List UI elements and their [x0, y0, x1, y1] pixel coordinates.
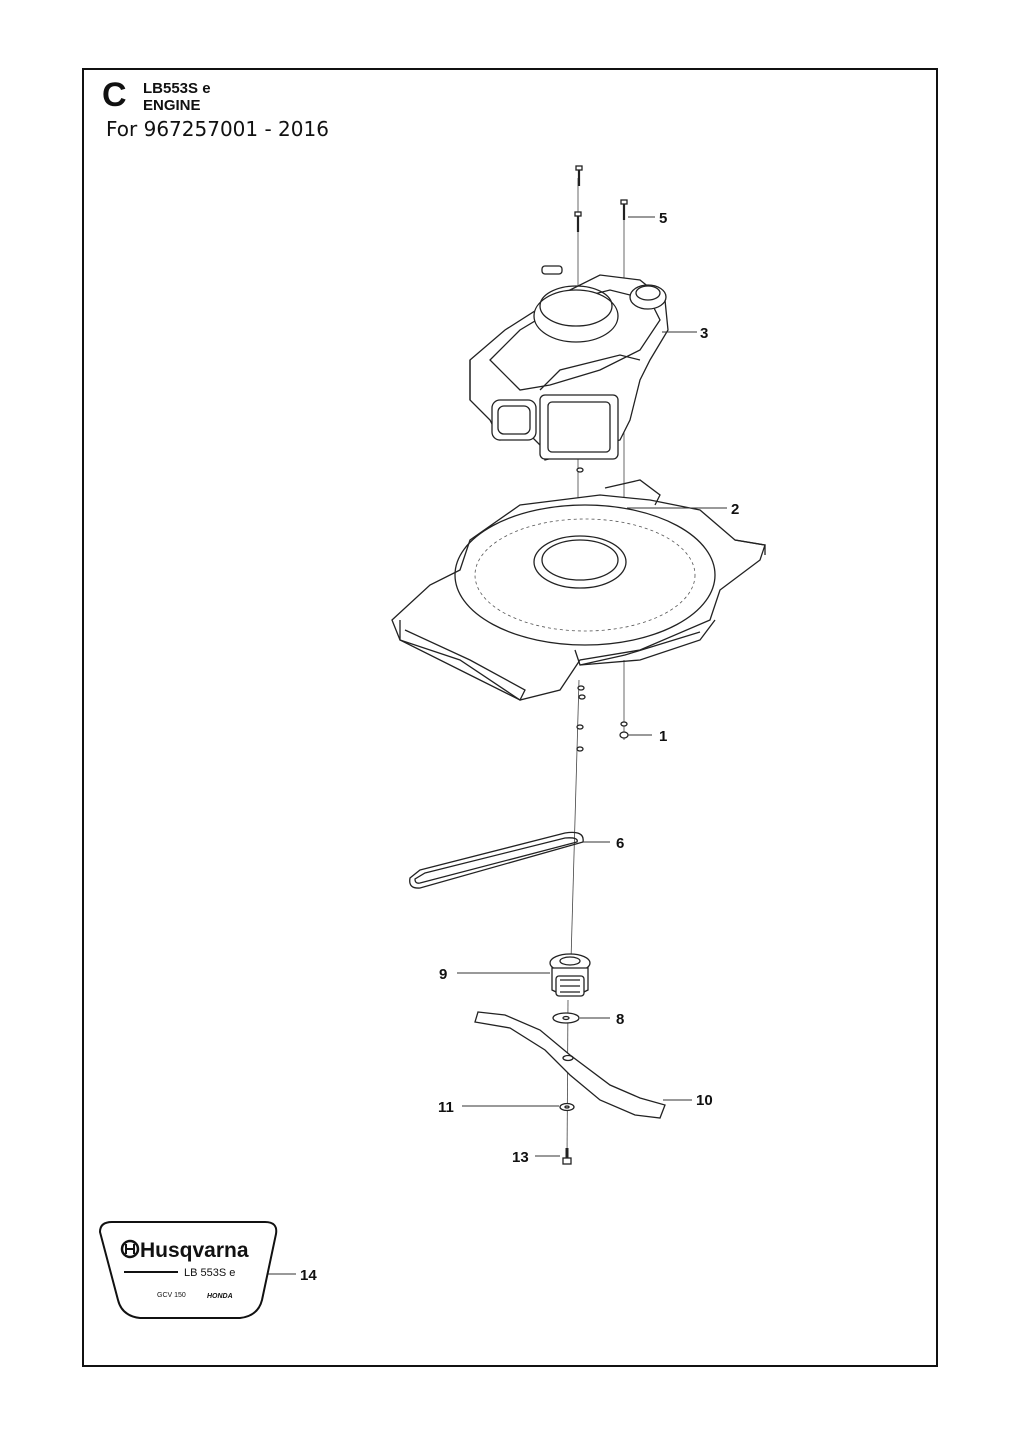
- engine-bolt-b: [574, 211, 582, 232]
- page-frame: [82, 68, 938, 1367]
- callout-5: 5: [659, 210, 667, 227]
- washer-upper: [576, 467, 584, 473]
- model-decal: Husqvarna LB 553S e GCV 150 HONDA: [98, 1221, 278, 1319]
- blade-pulley: [549, 953, 591, 997]
- decal-engine: GCV 150: [157, 1292, 186, 1299]
- mower-deck: [391, 479, 766, 701]
- applies-to: For 967257001 - 2016: [106, 117, 329, 141]
- nut-lower-c: [576, 724, 584, 730]
- bolt-washer: [559, 1102, 575, 1112]
- nut-lower-a: [577, 685, 585, 691]
- nut-right-a: [620, 721, 628, 727]
- model-name: LB553S e: [143, 80, 211, 97]
- decal-engine-brand: HONDA: [207, 1293, 233, 1300]
- callout-14: 14: [300, 1267, 317, 1284]
- callout-1: 1: [659, 728, 667, 745]
- callout-9: 9: [439, 966, 447, 983]
- blade-bolt: [562, 1148, 572, 1165]
- engine-bolt-a: [575, 165, 583, 186]
- section-title: ENGINE: [143, 97, 201, 114]
- section-letter: C: [102, 76, 127, 114]
- husqvarna-logo-icon: [120, 1239, 140, 1259]
- nut-right-b: [619, 731, 629, 739]
- callout-2: 2: [731, 501, 739, 518]
- axis-center-lower: [570, 679, 580, 961]
- nut-lower-d: [576, 746, 584, 752]
- decal-model: LB 553S e: [184, 1267, 235, 1279]
- callout-13: 13: [512, 1149, 529, 1166]
- drive-belt: [409, 831, 584, 889]
- callout-8: 8: [616, 1011, 624, 1028]
- blade-washer: [552, 1012, 580, 1024]
- callout-10: 10: [696, 1092, 713, 1109]
- engine-bolt-c: [620, 199, 628, 220]
- engine-assembly: [469, 265, 669, 461]
- decal-brand: Husqvarna: [140, 1239, 249, 1262]
- callout-11: 11: [438, 1099, 454, 1116]
- callout-6: 6: [616, 835, 624, 852]
- axis-blade: [566, 999, 569, 1161]
- callout-3: 3: [700, 325, 708, 342]
- cutting-blade: [474, 1011, 666, 1119]
- nut-lower-b: [578, 694, 586, 700]
